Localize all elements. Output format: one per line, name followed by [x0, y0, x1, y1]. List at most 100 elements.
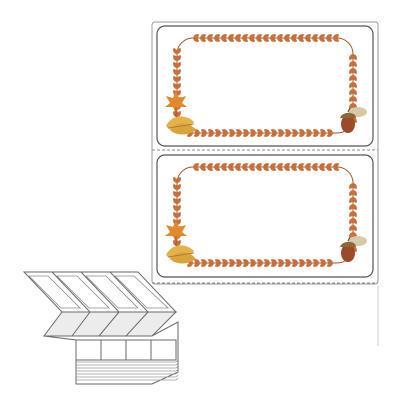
wreath-leaf — [173, 68, 178, 75]
label-2-acorn-icon — [340, 236, 367, 262]
wreath-leaf — [333, 34, 340, 39]
wreath-leaf — [352, 211, 357, 218]
stack-layer-side — [175, 377, 179, 381]
wreath-leaf — [277, 37, 284, 42]
wreath-leaf — [193, 262, 200, 267]
wreath-leaf — [352, 190, 357, 197]
wreath-leaf — [263, 163, 270, 168]
wreath-leaf — [326, 166, 333, 171]
wreath-leaf — [221, 259, 228, 264]
wreath-leaf — [312, 166, 319, 171]
wreath-leaf — [214, 163, 221, 168]
wreath-leaf — [305, 132, 312, 137]
wreath-leaf — [349, 232, 354, 239]
label-2-wreath-frame — [173, 163, 357, 267]
wreath-leaf — [249, 34, 256, 39]
wreath-leaf — [176, 61, 181, 68]
wreath-leaf — [291, 129, 298, 134]
wreath-leaf — [173, 75, 178, 82]
wreath-leaf — [352, 89, 357, 96]
wreath-leaf — [291, 34, 298, 39]
wreath-leaf — [235, 259, 242, 264]
wreath-leaf — [349, 183, 354, 190]
wreath-leaf — [352, 204, 357, 211]
wreath-leaf — [326, 132, 333, 137]
wreath-leaf — [200, 262, 207, 267]
wreath-leaf — [305, 166, 312, 171]
wreath-leaf — [326, 37, 333, 42]
wreath-leaf — [176, 176, 181, 183]
wreath-leaf — [173, 204, 178, 211]
wreath-leaf — [270, 34, 277, 39]
wreath-leaf — [228, 34, 235, 39]
wreath-leaf — [312, 163, 319, 168]
wreath-leaf — [263, 259, 270, 264]
wreath-leaf — [214, 129, 221, 134]
wreath-leaf — [200, 132, 207, 137]
wreath-leaf — [193, 37, 200, 42]
wreath-leaf — [193, 34, 200, 39]
wreath-leaf — [228, 259, 235, 264]
wreath-leaf — [221, 37, 228, 42]
wreath-leaf — [173, 211, 178, 218]
wreath-leaf — [349, 68, 354, 75]
wreath-leaf — [249, 163, 256, 168]
wreath-leaf — [242, 259, 249, 264]
wreath-leaf — [176, 204, 181, 211]
wreath-leaf — [200, 37, 207, 42]
wreath-leaf — [235, 34, 242, 39]
wreath-leaf — [319, 132, 326, 137]
wreath-leaf — [349, 54, 354, 61]
wreath-leaf — [176, 89, 181, 96]
wreath-leaf — [277, 166, 284, 171]
wreath-leaf — [326, 34, 333, 39]
wreath-leaf — [249, 262, 256, 267]
wreath-leaf — [263, 34, 270, 39]
wreath-leaf — [305, 259, 312, 264]
wreath-leaf — [176, 211, 181, 218]
wreath-leaf — [352, 183, 357, 190]
wreath-leaf — [221, 129, 228, 134]
backing-sheet-continuation — [151, 286, 379, 346]
wreath-leaf — [173, 61, 178, 68]
wreath-leaf — [349, 218, 354, 225]
fanned-top-sheet — [22, 271, 178, 313]
wreath-leaf — [228, 37, 235, 42]
wreath-leaf — [228, 132, 235, 137]
stack-layer-side — [175, 374, 179, 378]
wreath-leaf — [319, 129, 326, 134]
wreath-leaf — [326, 129, 333, 134]
wreath-leaf — [349, 82, 354, 89]
wreath-leaf — [186, 262, 193, 267]
wreath-leaf — [200, 163, 207, 168]
wreath-leaf — [284, 37, 291, 42]
wreath-leaf — [291, 132, 298, 137]
wreath-leaf — [284, 34, 291, 39]
wreath-leaf — [242, 132, 249, 137]
wreath-leaf — [284, 262, 291, 267]
wreath-leaf — [173, 54, 178, 61]
wreath-leaf — [284, 132, 291, 137]
wreath-leaf — [333, 166, 340, 171]
stack-layer-side — [175, 359, 179, 363]
wreath-leaf — [176, 190, 181, 197]
wreath-leaf — [326, 262, 333, 267]
wreath-leaf — [349, 197, 354, 204]
wreath-leaf — [235, 132, 242, 137]
wreath-leaf — [242, 37, 249, 42]
wreath-leaf — [214, 37, 221, 42]
wreath-leaf — [263, 37, 270, 42]
wreath-leaf — [333, 163, 340, 168]
wreath-leaf — [256, 129, 263, 134]
wreath-leaf — [173, 190, 178, 197]
wreath-leaf — [291, 262, 298, 267]
stack-layer-side — [175, 365, 179, 369]
wreath-leaf — [200, 129, 207, 134]
wreath-leaf — [193, 132, 200, 137]
wreath-leaf — [256, 262, 263, 267]
wreath-leaf — [200, 166, 207, 171]
wreath-leaf — [277, 163, 284, 168]
wreath-leaf — [221, 166, 228, 171]
wreath-leaf — [207, 163, 214, 168]
